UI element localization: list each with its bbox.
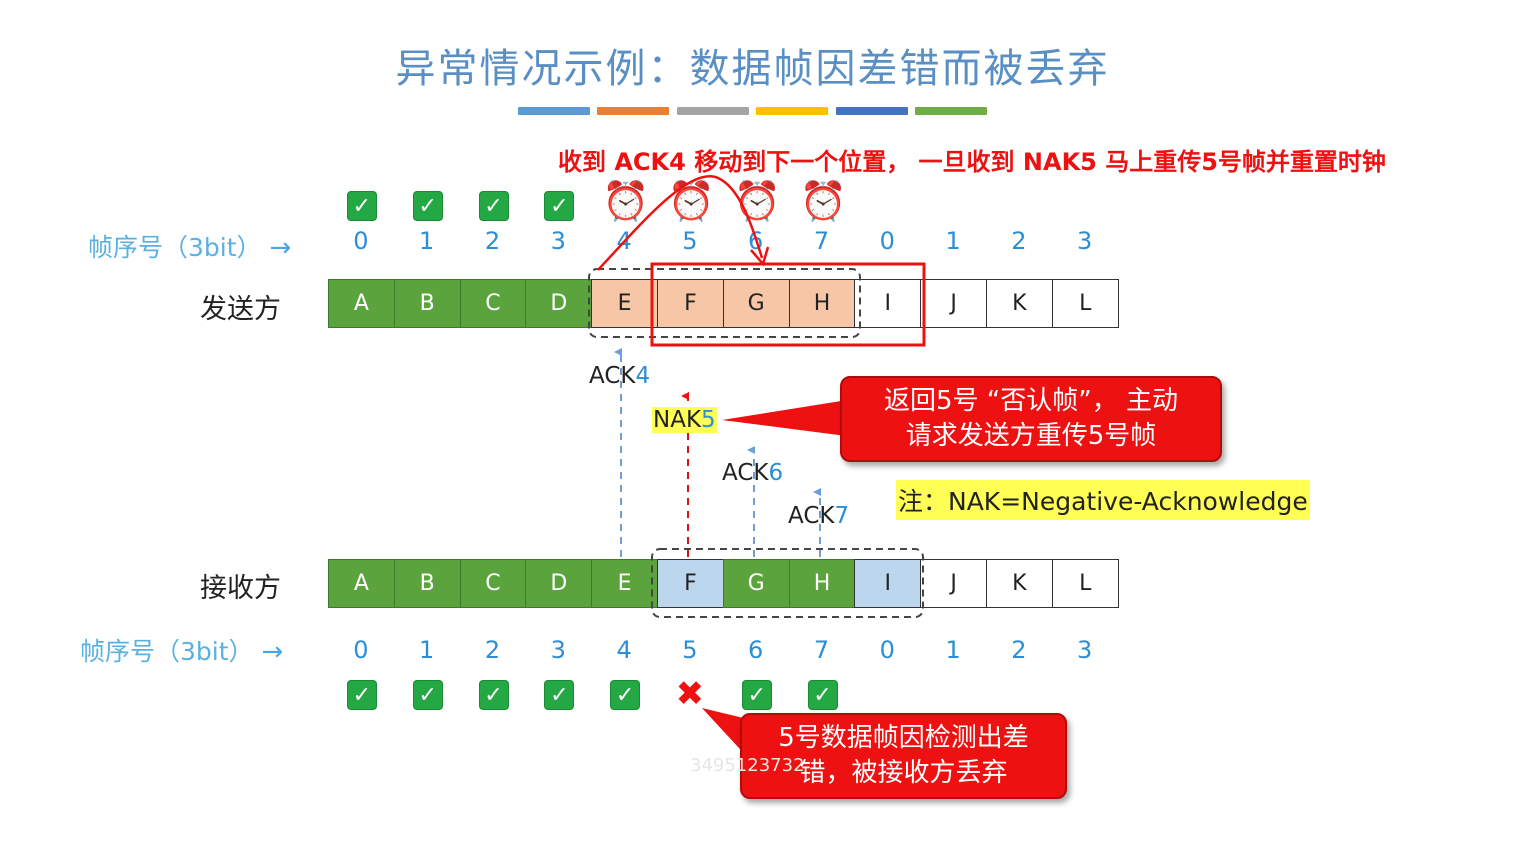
receiver-seq-label: 帧序号（3bit） →: [80, 632, 283, 668]
sender-frame-l: L: [1051, 279, 1119, 328]
sender-seq-3: 3: [550, 227, 566, 255]
nak5-num: 5: [701, 407, 716, 433]
receiver-seq-6: 6: [748, 636, 764, 664]
accent-bar-2: [597, 107, 669, 115]
sender-alarm-clock-icon-5: ⏰: [667, 179, 716, 223]
nak-callout-line-1: 返回5号 “否认帧”， 主动: [883, 386, 1178, 416]
sender-check-icon-1: ✓: [412, 191, 443, 221]
receiver-cross-icon-5: ✖: [675, 674, 705, 714]
nak-callout: 返回5号 “否认帧”， 主动 请求发送方重传5号帧: [840, 376, 1222, 462]
sender-frame-h: H: [788, 279, 856, 328]
nak5-label: NAK5: [652, 407, 717, 433]
top-note: 收到 ACK4 移动到下一个位置， 一旦收到 NAK5 马上重传5号帧并重置时钟: [558, 148, 1386, 176]
ack6-prefix: ACK: [722, 460, 769, 486]
receiver-check-icon-1: ✓: [412, 680, 443, 710]
sender-seq-1: 1: [419, 227, 435, 255]
receiver-seq-5: 5: [682, 636, 698, 664]
sender-frame-a: A: [328, 279, 395, 328]
sender-frame-j: J: [920, 279, 987, 328]
right-arrow-icon: →: [269, 233, 292, 263]
receiver-seq-7: 7: [813, 636, 830, 664]
sender-check-icon-2: ✓: [478, 191, 509, 221]
right-arrow-icon: →: [261, 637, 284, 667]
nak-callout-pointer: [722, 398, 862, 438]
receiver-frame-k: K: [986, 559, 1053, 608]
sender-alarm-clock-icon-4: ⏰: [602, 179, 650, 223]
ack7-prefix: ACK: [788, 503, 835, 529]
receiver-seq-label-text: 帧序号（3bit）: [80, 637, 254, 666]
ack7-label: ACK7: [788, 503, 849, 529]
accent-bar-6: [915, 107, 987, 115]
receiver-seq-9: 1: [945, 636, 961, 664]
sender-frame-g: G: [722, 279, 790, 328]
accent-bar-3: [677, 107, 749, 115]
sender-window: [588, 268, 861, 338]
receiver-frame-e: E: [591, 559, 658, 608]
receiver-seq-10: 2: [1011, 636, 1027, 664]
sender-alarm-clock-icon-7: ⏰: [799, 179, 847, 223]
receiver-check-icon-2: ✓: [478, 680, 509, 710]
receiver-seq-11: 3: [1077, 636, 1093, 664]
sender-seq-8: 0: [879, 227, 895, 255]
receiver-frame-g: G: [722, 559, 790, 608]
receiver-label: 接收方: [200, 573, 281, 604]
sender-check-icon-3: ✓: [544, 191, 575, 221]
error-callout-line-2: 错，被接收方丢弃: [799, 758, 1008, 788]
receiver-frame-h: H: [788, 559, 856, 608]
nak-callout-line-2: 请求发送方重传5号帧: [905, 421, 1157, 451]
sender-frame-e: E: [591, 279, 658, 328]
nak5-prefix: NAK: [653, 407, 702, 433]
receiver-seq-0: 0: [353, 636, 369, 664]
receiver-check-icon-7: ✓: [807, 680, 838, 710]
sender-alarm-clock-icon-6: ⏰: [733, 179, 782, 223]
receiver-check-icon-6: ✓: [741, 680, 772, 710]
window-shift-arrow: [597, 175, 764, 271]
receiver-window: [651, 548, 924, 618]
receiver-frame-a: A: [328, 559, 395, 608]
ack4-num: 4: [635, 363, 651, 389]
watermark: 3495123732: [690, 755, 805, 776]
nak-definition-note: 注：NAK=Negative-Acknowledge: [896, 480, 1310, 520]
accent-bar-5: [836, 107, 908, 115]
ack6-label: ACK6: [722, 460, 783, 486]
sender-seq-5: 5: [682, 227, 698, 255]
sender-seq-7: 7: [813, 227, 830, 255]
sender-seq-label: 帧序号（3bit） →: [88, 228, 291, 264]
sender-frame-f: F: [657, 279, 724, 328]
sender-highlight-box: [650, 262, 926, 347]
receiver-frame-c: C: [459, 559, 527, 608]
receiver-seq-1: 1: [419, 636, 435, 664]
receiver-seq-8: 0: [879, 636, 895, 664]
sender-frame-k: K: [986, 279, 1053, 328]
sender-seq-9: 1: [945, 227, 961, 255]
receiver-check-icon-3: ✓: [544, 680, 575, 710]
receiver-seq-3: 3: [550, 636, 566, 664]
sender-seq-0: 0: [353, 227, 369, 255]
sender-seq-label-text: 帧序号（3bit）: [88, 233, 262, 262]
accent-bar-4: [756, 107, 828, 115]
slide-title: 异常情况示例：数据帧因差错而被丢弃: [395, 46, 1110, 92]
receiver-frame-i: I: [854, 559, 922, 608]
receiver-frame-l: L: [1051, 559, 1119, 608]
sender-seq-10: 2: [1011, 227, 1027, 255]
sender-seq-2: 2: [484, 227, 501, 255]
error-callout: 5号数据帧因检测出差 错，被接收方丢弃: [740, 713, 1067, 799]
receiver-check-icon-4: ✓: [610, 680, 641, 710]
receiver-frame-d: D: [525, 559, 593, 608]
sender-frame-i: I: [854, 279, 922, 328]
sender-frame-d: D: [525, 279, 593, 328]
ack4-prefix: ACK: [589, 363, 636, 389]
ack4-label: ACK4: [589, 363, 650, 389]
sender-check-icon-0: ✓: [346, 191, 377, 221]
receiver-check-icon-0: ✓: [346, 680, 377, 710]
error-callout-line-1: 5号数据帧因检测出差: [778, 723, 1029, 753]
ack6-num: 6: [768, 460, 784, 486]
accent-bar-1: [518, 107, 590, 115]
ack7-num: 7: [834, 503, 850, 529]
receiver-seq-2: 2: [484, 636, 501, 664]
receiver-seq-4: 4: [616, 636, 632, 664]
sender-label: 发送方: [200, 294, 281, 325]
sender-seq-11: 3: [1077, 227, 1093, 255]
